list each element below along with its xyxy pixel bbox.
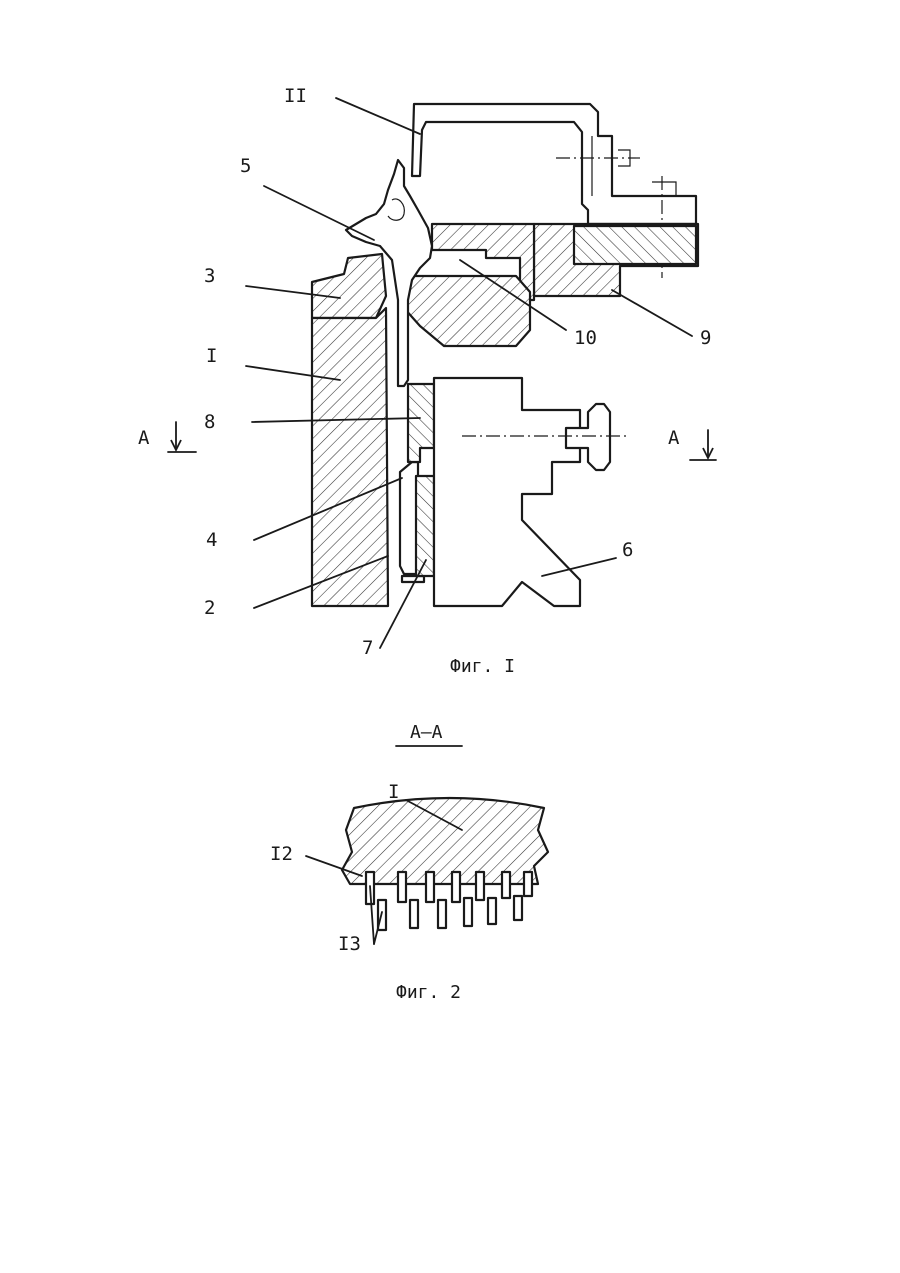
label-5: 5 xyxy=(240,155,251,177)
section-title: А–А xyxy=(410,722,443,743)
label-3: 3 xyxy=(204,265,215,287)
figure-2-caption: Фиг. 2 xyxy=(396,982,461,1003)
leader-5 xyxy=(264,186,374,240)
label-11: II xyxy=(284,85,307,107)
jack-3 xyxy=(312,254,386,318)
tooth xyxy=(398,872,406,902)
tooth xyxy=(502,872,510,898)
tooth xyxy=(524,872,532,896)
label-1: I xyxy=(206,345,217,367)
label-7: 7 xyxy=(362,637,373,659)
section-mark-left: A xyxy=(138,422,196,452)
needle xyxy=(514,896,522,920)
bracket-11 xyxy=(412,104,696,224)
label-6: 6 xyxy=(622,539,633,561)
tooth xyxy=(452,872,460,902)
label-2: 2 xyxy=(204,597,215,619)
label-fig2-1: I xyxy=(388,781,399,803)
section-mark-left-letter: A xyxy=(138,427,150,449)
holder-block xyxy=(404,276,530,346)
needle xyxy=(410,900,418,928)
needle xyxy=(438,900,446,928)
cam-8 xyxy=(408,384,434,462)
section-mark-right: A xyxy=(668,427,716,460)
label-10: 10 xyxy=(574,327,597,349)
label-12: I2 xyxy=(270,843,293,865)
label-8: 8 xyxy=(204,411,215,433)
plate-9-inner xyxy=(574,226,696,264)
leader-11 xyxy=(336,98,420,134)
tooth xyxy=(426,872,434,902)
section-mark-right-letter: A xyxy=(668,427,680,449)
label-4: 4 xyxy=(206,529,217,551)
figure-1: A A II 5 3 I 8 4 2 7 6 10 9 Фиг. I xyxy=(138,85,716,677)
tooth xyxy=(476,872,484,900)
label-13: I3 xyxy=(338,933,361,955)
needle xyxy=(464,898,472,926)
needle xyxy=(488,898,496,924)
leader-9 xyxy=(612,290,692,336)
figure-1-caption: Фиг. I xyxy=(450,656,515,677)
figure-2: А–А I I2 I3 Фиг. 2 xyxy=(270,722,548,1003)
label-9: 9 xyxy=(700,327,711,349)
